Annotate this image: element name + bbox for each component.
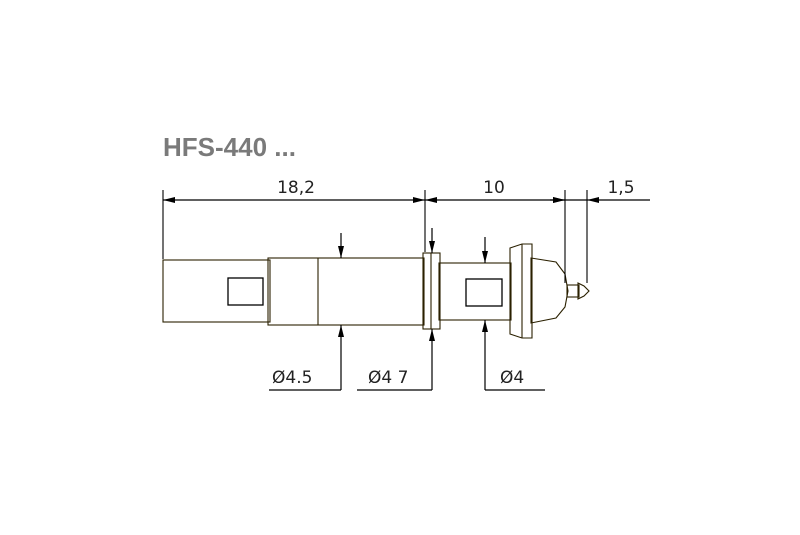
- dim-diameter-2: Ø4 7: [368, 368, 408, 388]
- diameter-dimensions: Ø4.5 Ø4 7 Ø4: [269, 228, 545, 391]
- dim-length-body: 18,2: [277, 178, 315, 198]
- dim-length-front: 10: [483, 178, 505, 198]
- dim-diameter-1: Ø4.5: [272, 368, 312, 388]
- front-window: [465, 278, 503, 307]
- dim-length-tip: 1,5: [607, 178, 634, 198]
- drawing-title: HFS-440 ...: [163, 132, 296, 162]
- contact-pin: [162, 243, 590, 339]
- rear-window: [227, 277, 264, 306]
- dim-diameter-3: Ø4: [500, 368, 524, 388]
- top-dimensions: 18,2 10 1,5: [162, 178, 650, 283]
